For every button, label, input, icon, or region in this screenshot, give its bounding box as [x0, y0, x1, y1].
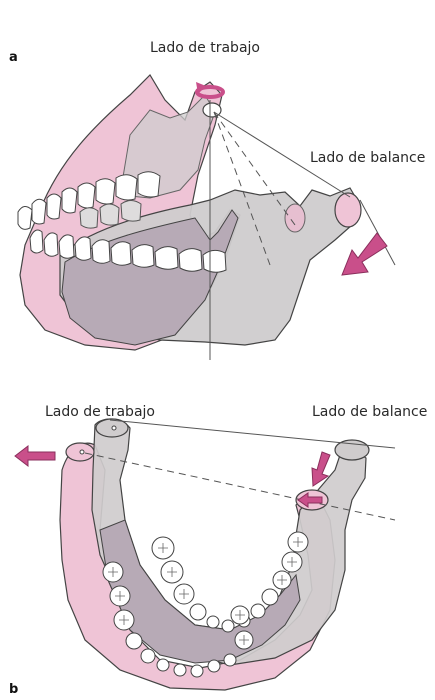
condyle-balancing-ghost-a	[285, 204, 305, 232]
balancing-arrow-a-icon	[342, 233, 387, 275]
working-side-label-b: Lado de trabajo	[45, 404, 155, 420]
working-side-label-a: Lado de trabajo	[150, 40, 260, 56]
condyle-pivot-b	[80, 450, 84, 454]
intercondylar-line-b	[110, 420, 395, 448]
panel-a-letter: a	[9, 50, 18, 65]
working-side-arrow-b-icon	[15, 446, 55, 466]
balancing-side-label-b: Lado de balance	[312, 404, 427, 420]
panel-b-illustration	[15, 419, 395, 690]
condyle-pivot-b-gray	[112, 426, 116, 430]
balancing-side-label-a: Lado de balance	[310, 150, 425, 166]
panel-b-letter: b	[9, 682, 18, 697]
panel-a-illustration	[18, 75, 395, 360]
condyle-balancing-a	[335, 193, 361, 227]
